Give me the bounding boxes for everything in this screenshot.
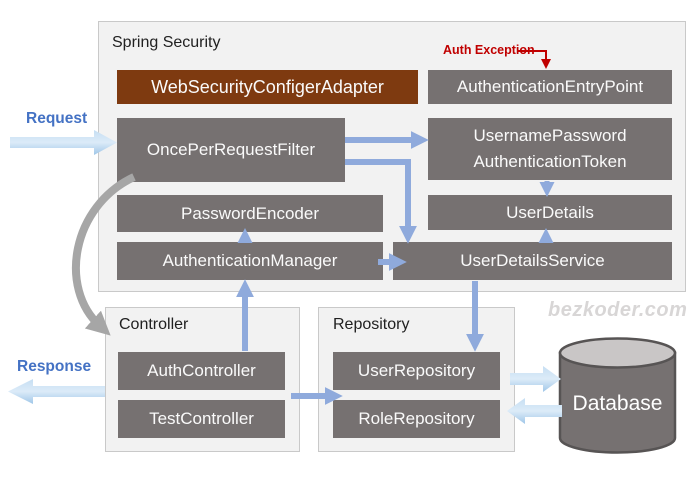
database-to-rolerepository-arrow <box>507 398 562 424</box>
box-password-encoder: PasswordEncoder <box>117 195 383 232</box>
box-authentication-manager: AuthenticationManager <box>117 242 383 280</box>
box-auth-controller: AuthController <box>118 352 285 390</box>
spring-security-title: Spring Security <box>112 34 221 51</box>
box-once-per-request-filter: OncePerRequestFilter <box>117 118 345 182</box>
repository-title: Repository <box>333 316 410 333</box>
response-label: Response <box>17 358 92 375</box>
box-authentication-entry-point: AuthenticationEntryPoint <box>428 70 672 104</box>
box-web-security-configer-adapter: WebSecurityConfigerAdapter <box>117 70 418 104</box>
watermark: bezkoder.com <box>548 299 688 321</box>
token-line2: AuthenticationToken <box>473 152 627 171</box>
box-username-password-authentication-token: UsernamePassword AuthenticationToken <box>428 118 672 180</box>
response-arrow <box>8 379 105 404</box>
auth-exception-label: Auth Exception <box>443 43 535 57</box>
box-test-controller: TestController <box>118 400 285 438</box>
box-user-details-service: UserDetailsService <box>393 242 672 280</box>
box-user-repository: UserRepository <box>333 352 500 390</box>
box-user-details: UserDetails <box>428 195 672 230</box>
userrepository-to-database-arrow <box>510 366 561 392</box>
token-line1: UsernamePassword <box>473 126 627 145</box>
database-label: Database <box>572 392 663 415</box>
controller-title: Controller <box>119 316 189 333</box>
request-label: Request <box>26 110 88 127</box>
box-role-repository: RoleRepository <box>333 400 500 438</box>
